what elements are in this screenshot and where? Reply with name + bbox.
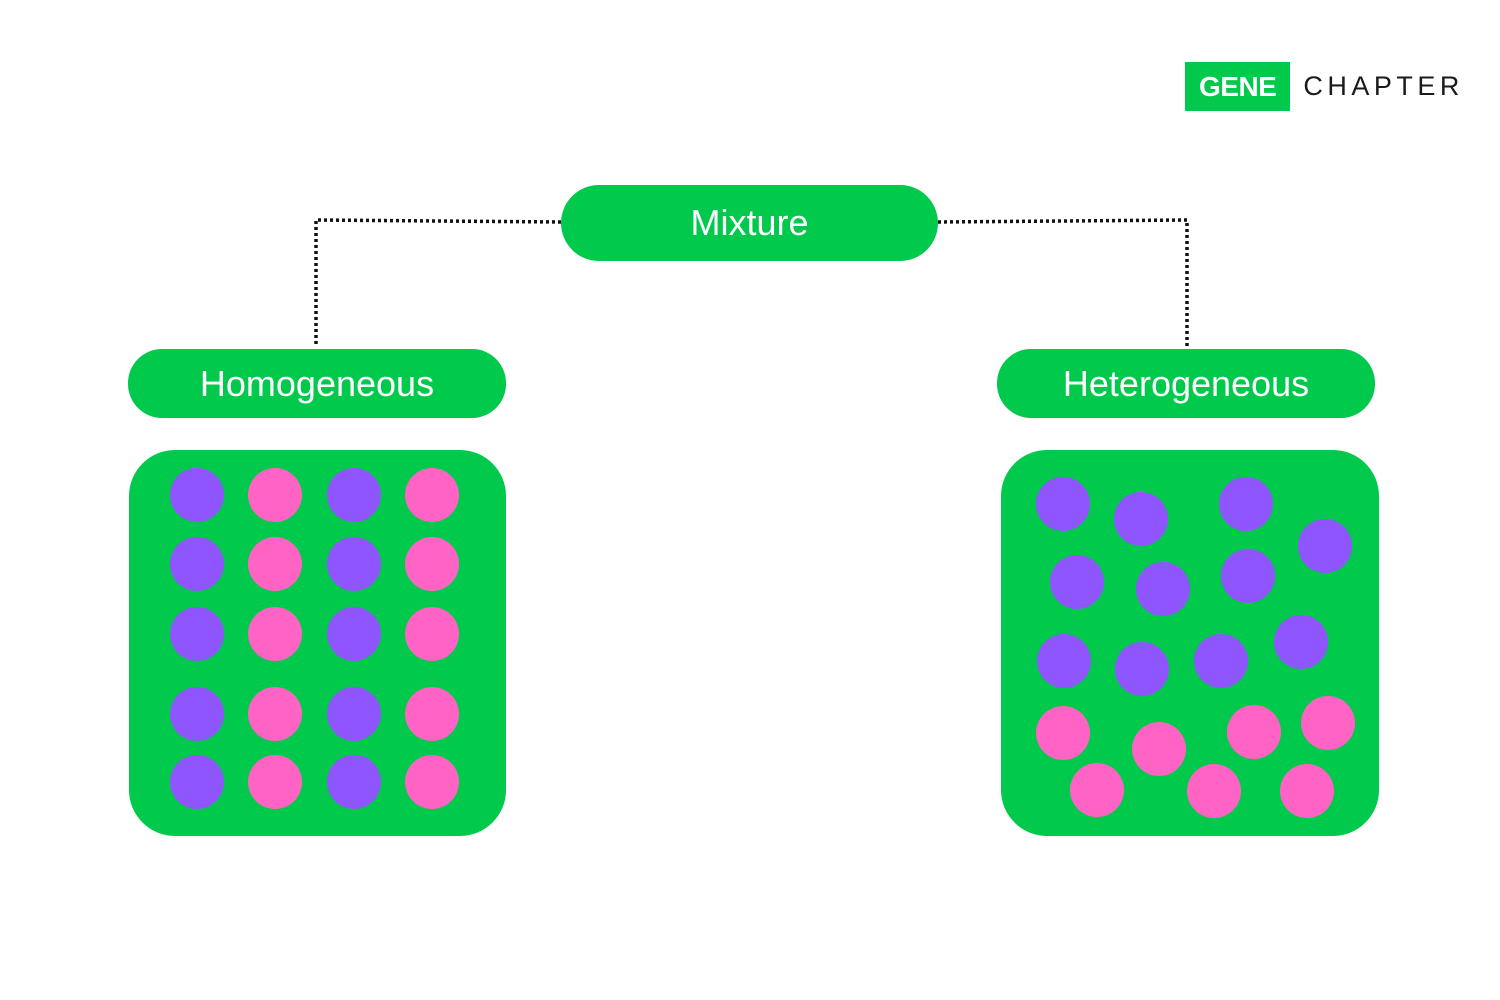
- homogeneous-particle-purple: [170, 687, 224, 741]
- heterogeneous-particle-pink: [1187, 764, 1241, 818]
- homogeneous-particle-purple: [327, 468, 381, 522]
- heterogeneous-particle-pink: [1280, 764, 1334, 818]
- heterogeneous-particle-purple: [1050, 555, 1104, 609]
- homogeneous-particle-purple: [170, 468, 224, 522]
- heterogeneous-particle-purple: [1219, 477, 1273, 531]
- homogeneous-particle-purple: [327, 537, 381, 591]
- heterogeneous-particle-purple: [1037, 634, 1091, 688]
- heterogeneous-particle-pink: [1301, 696, 1355, 750]
- heterogeneous-particle-purple: [1036, 477, 1090, 531]
- homogeneous-particle-pink: [248, 537, 302, 591]
- heterogeneous-particle-purple: [1221, 549, 1275, 603]
- heterogeneous-particle-pink: [1227, 705, 1281, 759]
- heterogeneous-particle-purple: [1115, 642, 1169, 696]
- homogeneous-particle-purple: [170, 537, 224, 591]
- mixture-node: Mixture: [561, 185, 938, 261]
- homogeneous-particle-purple: [327, 755, 381, 809]
- logo-chapter-text: CHAPTER: [1303, 71, 1464, 101]
- logo: GENE CHAPTER: [1185, 62, 1464, 111]
- heterogeneous-particle-purple: [1194, 634, 1248, 688]
- heterogeneous-particle-purple: [1136, 562, 1190, 616]
- heterogeneous-particle-purple: [1274, 615, 1328, 669]
- heterogeneous-particle-purple: [1298, 519, 1352, 573]
- heterogeneous-node: Heterogeneous: [997, 349, 1375, 418]
- homogeneous-particle-purple: [327, 687, 381, 741]
- homogeneous-particle-pink: [248, 468, 302, 522]
- homogeneous-particle-pink: [405, 755, 459, 809]
- homogeneous-particle-pink: [405, 537, 459, 591]
- heterogeneous-particle-pink: [1070, 763, 1124, 817]
- homogeneous-particle-pink: [405, 468, 459, 522]
- logo-gene-box: GENE: [1185, 62, 1291, 111]
- homogeneous-node: Homogeneous: [128, 349, 506, 418]
- heterogeneous-particle-pink: [1036, 706, 1090, 760]
- homogeneous-particle-purple: [170, 607, 224, 661]
- homogeneous-particle-pink: [405, 687, 459, 741]
- homogeneous-particle-purple: [170, 755, 224, 809]
- homogeneous-particle-pink: [248, 687, 302, 741]
- homogeneous-particle-pink: [248, 755, 302, 809]
- heterogeneous-particle-purple: [1114, 492, 1168, 546]
- homogeneous-particle-pink: [248, 607, 302, 661]
- homogeneous-particle-purple: [327, 607, 381, 661]
- heterogeneous-particle-pink: [1132, 722, 1186, 776]
- homogeneous-particle-pink: [405, 607, 459, 661]
